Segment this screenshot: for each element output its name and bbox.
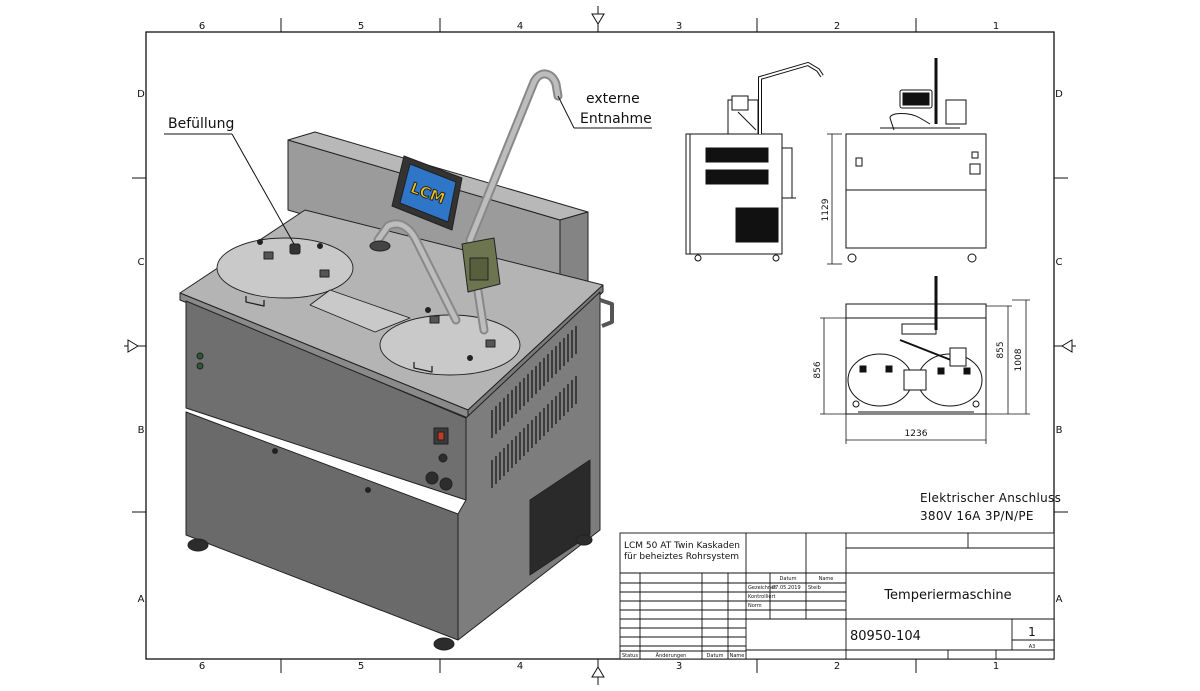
dim-plan-depth <box>820 317 846 415</box>
plan-view <box>845 276 987 415</box>
fill-cap <box>289 243 301 255</box>
control-tablet: LCM <box>391 155 463 231</box>
zone-col-label: 6 <box>199 21 205 32</box>
dim-plan-inner <box>986 305 1012 415</box>
revision-header-status: Status <box>622 653 638 659</box>
zone-labels-bottom: 6 5 4 3 2 1 <box>199 661 999 672</box>
zone-row-label: A <box>138 594 145 605</box>
callout-label: externe <box>586 91 640 107</box>
zone-row-label: C <box>138 257 145 268</box>
zone-row-label: A <box>1056 594 1063 605</box>
zone-col-label: 1 <box>993 661 999 672</box>
lid-handle <box>245 296 265 307</box>
socket-icon <box>425 471 439 485</box>
dim-side-height <box>827 133 842 265</box>
row-label-kontrolliert: Kontrolliert <box>748 594 776 600</box>
lid-latches <box>263 251 496 348</box>
dimension-label: 1236 <box>905 429 928 439</box>
revision-header-datum: Datum <box>707 653 724 659</box>
dimension-label: 855 <box>996 341 1006 358</box>
push-handle <box>599 298 614 328</box>
zone-row-label: B <box>138 425 145 436</box>
revision-header-name: Name <box>730 653 745 659</box>
zone-labels-left: D C B A <box>137 89 145 605</box>
electrical-line-2: 380V 16A 3P/N/PE <box>920 509 1034 523</box>
dimension-label: 856 <box>813 361 823 378</box>
revision-header-aenderungen: Änderungen <box>656 652 687 659</box>
zone-row-label: C <box>1056 257 1063 268</box>
callout-befuellung: Befüllung <box>164 116 295 245</box>
zone-col-label: 3 <box>676 661 682 672</box>
drawing-title: Temperiermaschine <box>883 588 1011 603</box>
zone-labels-top: 6 5 4 3 2 1 <box>199 21 999 32</box>
zone-col-label: 4 <box>517 661 523 672</box>
column-header-datum: Datum <box>780 576 797 582</box>
zone-ticks <box>132 18 1068 673</box>
lower-vent-grille <box>529 459 591 576</box>
dimension-label: 1129 <box>821 198 831 221</box>
wheel <box>187 538 209 552</box>
isometric-machine-view: LCM <box>179 69 614 651</box>
callout-label: Entnahme <box>580 111 652 127</box>
zone-col-label: 1 <box>993 21 999 32</box>
zone-labels-right: D C B A <box>1055 89 1063 605</box>
row-label-gezeichnet: Gezeichnet <box>748 585 776 591</box>
zone-row-label: B <box>1056 425 1063 436</box>
drawn-name: Steib <box>808 585 821 591</box>
indicator-light <box>438 453 448 463</box>
dimension-label: 1008 <box>1014 348 1024 371</box>
wheel <box>575 534 593 546</box>
zone-col-label: 4 <box>517 21 523 32</box>
sheet-number: 1 <box>1028 625 1036 639</box>
title-block <box>619 532 1055 660</box>
drawn-date: 07.05.2019 <box>772 585 801 591</box>
front-view <box>845 58 987 263</box>
zone-col-label: 6 <box>199 661 205 672</box>
indicator-light <box>196 362 204 370</box>
callout-entnahme: externe Entnahme <box>557 91 652 129</box>
zone-col-label: 5 <box>358 21 364 32</box>
zone-row-label: D <box>137 89 145 100</box>
zone-col-label: 2 <box>834 661 840 672</box>
drawing-number: 80950-104 <box>850 629 921 644</box>
side-panel <box>457 291 601 641</box>
zone-col-label: 2 <box>834 21 840 32</box>
electrical-note: Elektrischer Anschluss 380V 16A 3P/N/PE <box>920 491 1061 523</box>
column-header-name: Name <box>819 576 834 582</box>
title-description-line-2: für beheiztes Rohrsystem <box>624 552 739 562</box>
title-description-line-1: LCM 50 AT Twin Kaskaden <box>624 541 740 551</box>
zone-col-label: 3 <box>676 21 682 32</box>
side-view <box>685 61 824 262</box>
dim-plan-outer <box>1012 299 1030 415</box>
zone-col-label: 5 <box>358 661 364 672</box>
lid-handle <box>413 362 433 373</box>
indicator-light <box>196 352 204 360</box>
centering-marks <box>124 6 1076 685</box>
electrical-line-1: Elektrischer Anschluss <box>920 491 1061 505</box>
dim-plan-width <box>845 414 987 444</box>
paper-format: A3 <box>1029 644 1036 650</box>
socket-icon <box>439 477 453 491</box>
side-vents <box>491 326 577 488</box>
switch-handle <box>437 431 445 441</box>
row-label-norm: Norm <box>748 603 762 609</box>
zone-row-label: D <box>1055 89 1063 100</box>
wheel <box>433 637 455 651</box>
callout-label: Befüllung <box>168 116 234 132</box>
